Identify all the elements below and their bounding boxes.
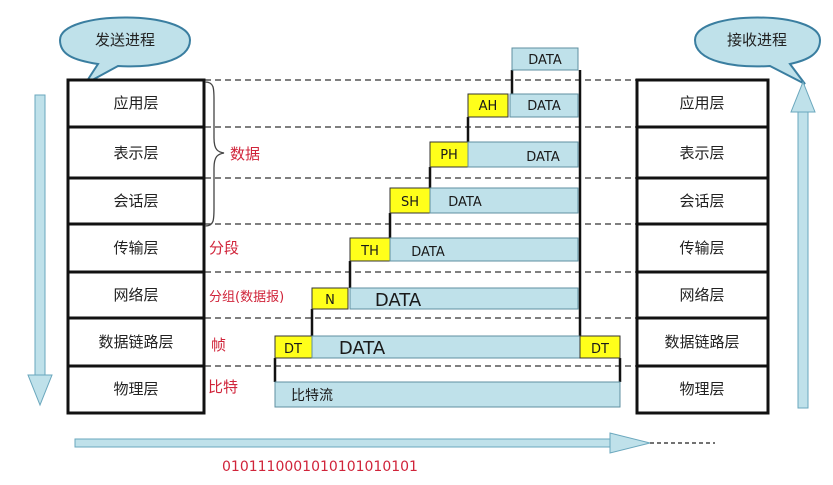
encapsulation-steps bbox=[273, 70, 622, 382]
receiver-layer-presentation: 表示层 bbox=[679, 144, 724, 162]
bit-stream-block: 比特流 bbox=[274, 381, 621, 408]
ah-packet: AH DATA bbox=[467, 93, 579, 118]
th-header: TH bbox=[360, 244, 379, 259]
sender-label: 发送进程 bbox=[95, 31, 155, 49]
sh-packet: SH DATA bbox=[389, 187, 579, 214]
receiver-stack: 应用层 表示层 会话层 传输层 网络层 数据链路层 物理层 bbox=[635, 78, 770, 415]
ah-data: DATA bbox=[527, 99, 561, 114]
down-arrow bbox=[27, 94, 53, 407]
top-data-text: DATA bbox=[528, 53, 562, 68]
unit-packet-label: 分组(数据报) bbox=[209, 290, 284, 305]
bit-stream-text: 比特流 bbox=[291, 388, 333, 404]
app-data-block: DATA bbox=[511, 47, 579, 71]
receiver-bubble: 接收进程 bbox=[693, 16, 822, 85]
th-packet: TH DATA bbox=[349, 237, 579, 262]
unit-frame-label: 帧 bbox=[211, 336, 226, 354]
dt-header-right: DT bbox=[591, 342, 609, 357]
sender-layer-datalink: 数据链路层 bbox=[98, 333, 173, 351]
sender-layer-transport: 传输层 bbox=[113, 239, 158, 257]
ph-header: PH bbox=[440, 148, 458, 163]
n-header: N bbox=[325, 293, 335, 308]
receiver-layer-session: 会话层 bbox=[679, 192, 724, 210]
sender-layer-presentation: 表示层 bbox=[113, 144, 158, 162]
receiver-layer-transport: 传输层 bbox=[679, 239, 724, 257]
unit-bit-label: 比特 bbox=[208, 378, 238, 396]
frame-data: DATA bbox=[339, 338, 386, 359]
dt-header-left: DT bbox=[284, 342, 302, 357]
sender-layer-application: 应用层 bbox=[113, 94, 158, 112]
ah-header: AH bbox=[479, 99, 498, 114]
bit-sequence: 0101110001010101010101 bbox=[222, 459, 418, 475]
ph-data: DATA bbox=[526, 150, 560, 165]
receiver-layer-application: 应用层 bbox=[679, 94, 724, 112]
n-packet: N DATA bbox=[311, 287, 579, 311]
sender-bubble: 发送进程 bbox=[58, 16, 192, 85]
layer-dashes bbox=[205, 79, 637, 367]
sender-layer-session: 会话层 bbox=[113, 192, 158, 210]
frame-packet: DT DATA DT bbox=[274, 335, 621, 359]
receiver-label: 接收进程 bbox=[727, 31, 787, 49]
th-data: DATA bbox=[411, 245, 445, 260]
unit-data-label: 数据 bbox=[230, 145, 260, 163]
sender-stack: 应用层 表示层 会话层 传输层 网络层 数据链路层 物理层 bbox=[66, 78, 206, 415]
receiver-layer-network: 网络层 bbox=[679, 286, 724, 304]
bit-flow-arrow bbox=[74, 432, 715, 454]
receiver-layer-physical: 物理层 bbox=[679, 380, 724, 398]
sh-data: DATA bbox=[448, 195, 482, 210]
sender-layer-physical: 物理层 bbox=[113, 380, 158, 398]
sender-layer-network: 网络层 bbox=[113, 286, 158, 304]
ph-packet: PH DATA bbox=[429, 141, 579, 168]
sh-header: SH bbox=[401, 195, 419, 210]
unit-segment-label: 分段 bbox=[209, 239, 239, 257]
n-data: DATA bbox=[375, 290, 422, 311]
up-arrow bbox=[790, 80, 816, 409]
data-brace bbox=[204, 81, 225, 227]
receiver-layer-datalink: 数据链路层 bbox=[664, 333, 739, 351]
